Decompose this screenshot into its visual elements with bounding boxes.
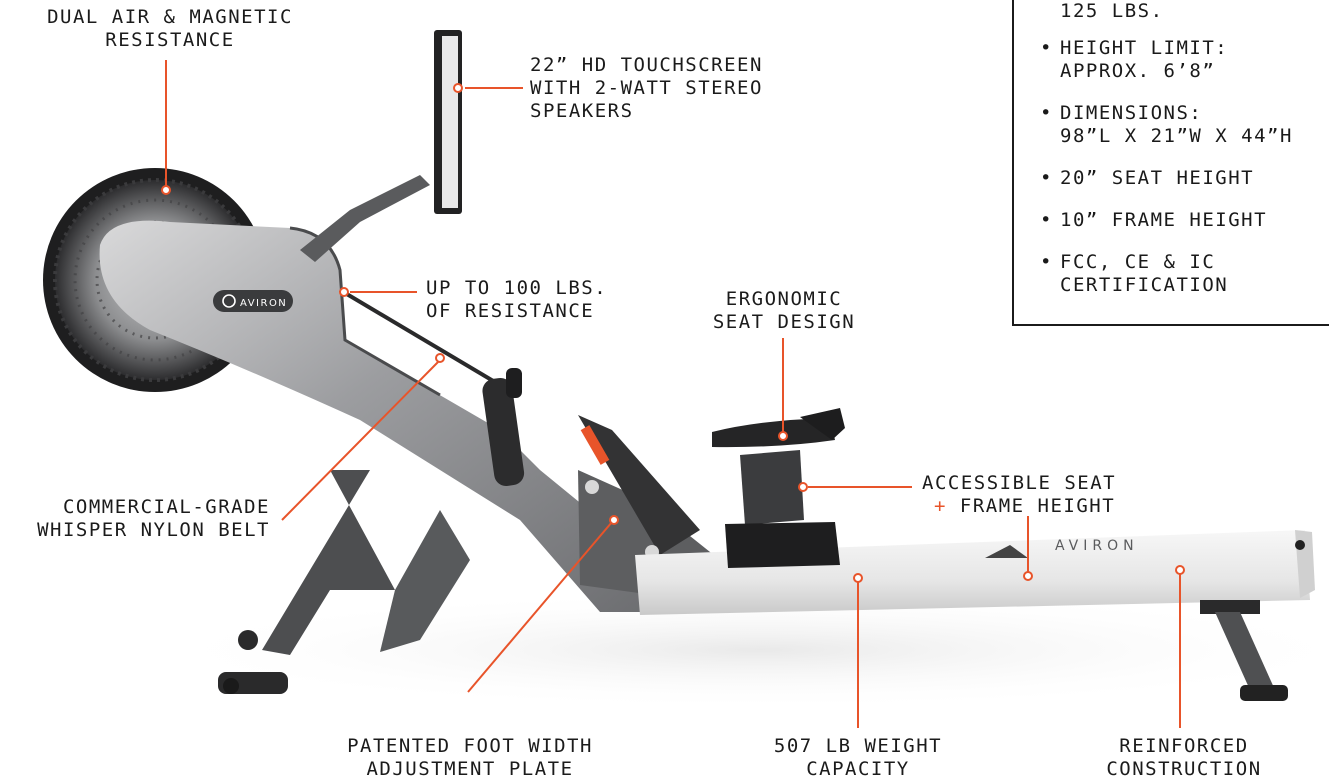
- front-legs: [218, 470, 470, 694]
- callout-lines: [161, 60, 1185, 728]
- svg-text:AVIRON: AVIRON: [1055, 538, 1139, 554]
- plus-glyph: +: [934, 495, 947, 517]
- rear-leg: [1200, 600, 1288, 701]
- main-housing: [99, 220, 651, 613]
- spec-item-frame-height: •10” FRAME HEIGHT: [1040, 209, 1268, 231]
- monitor-arm: [300, 175, 430, 262]
- callout-resistance-type: DUAL AIR & MAGNETIC RESISTANCE: [47, 6, 293, 51]
- seat: [712, 408, 845, 568]
- spec-item-certification: •FCC, CE & IC CERTIFICATION: [1040, 251, 1229, 296]
- callout-touchscreen: 22” HD TOUCHSCREEN WITH 2-WATT STEREO SP…: [530, 54, 763, 122]
- nylon-belt: [338, 288, 502, 387]
- spec-item-partial: 125 LBS.: [1060, 0, 1164, 22]
- callout-resistance-level: UP TO 100 LBS. OF RESISTANCE: [426, 277, 608, 322]
- brand-logo: AVIRON: [213, 290, 293, 312]
- touchscreen: [434, 30, 462, 214]
- callout-seat-frame-height: ACCESSIBLE SEAT + FRAME HEIGHT: [922, 472, 1117, 517]
- specs-box: [1012, 0, 1329, 326]
- svg-text:AVIRON: AVIRON: [240, 298, 287, 309]
- callout-foot-plate: PATENTED FOOT WIDTH ADJUSTMENT PLATE: [347, 735, 593, 780]
- floor-shadow: [140, 590, 1329, 710]
- spec-item-dimensions: •DIMENSIONS: 98”L X 21”W X 44”H: [1040, 102, 1293, 147]
- callout-weight-capacity: 507 LB WEIGHT CAPACITY: [773, 735, 943, 780]
- rower-handle: [482, 368, 525, 486]
- callout-belt: COMMERCIAL-GRADE WHISPER NYLON BELT: [37, 496, 270, 541]
- spec-list: 125 LBS. •HEIGHT LIMIT: APPROX. 6’8” •DI…: [1040, 0, 1293, 316]
- spec-item-height-limit: •HEIGHT LIMIT: APPROX. 6’8”: [1040, 37, 1229, 82]
- callout-construction: REINFORCED CONSTRUCTION: [1106, 735, 1262, 780]
- callout-seat-design: ERGONOMIC SEAT DESIGN: [712, 288, 856, 333]
- spec-item-seat-height: •20” SEAT HEIGHT: [1040, 167, 1255, 189]
